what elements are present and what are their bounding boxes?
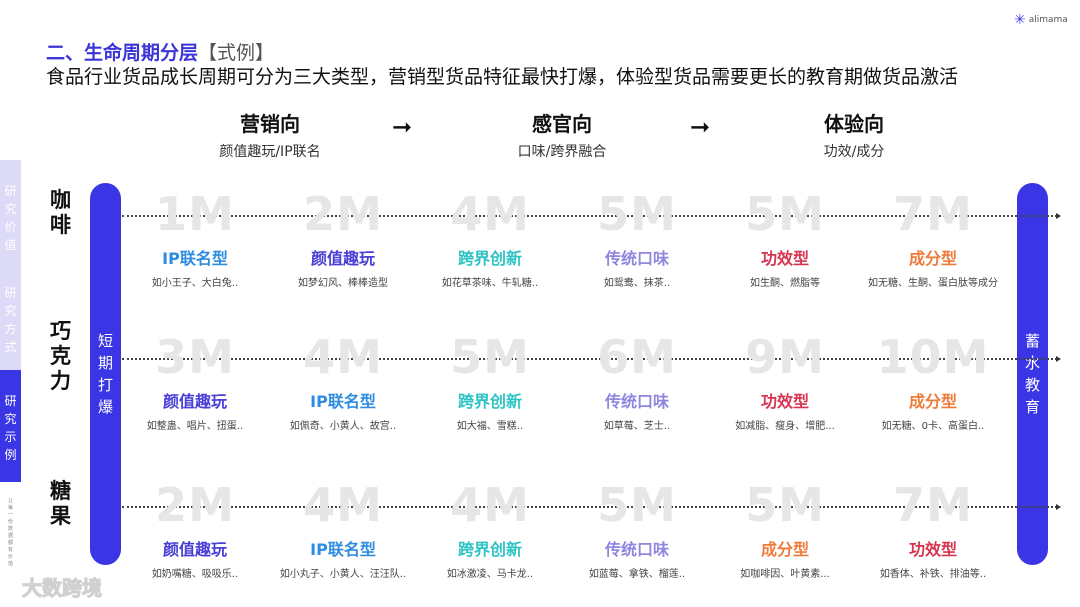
type-label: 传统口味	[604, 249, 669, 268]
cycle-months: 9M	[745, 330, 825, 384]
type-examples: 如佩奇、小黄人、故宫..	[289, 421, 397, 432]
type-examples: 如整蛊、唱片、扭蛋..	[146, 421, 244, 432]
type-examples: 如小丸子、小黄人、汪汪队..	[279, 569, 407, 580]
watermark: 大数跨境	[22, 576, 103, 601]
row-label: 巧克力	[50, 318, 71, 393]
stage-sensory: 感官向口味/跨界融合	[517, 112, 607, 160]
long-term-bar: 蓄水教育	[1017, 183, 1048, 565]
cycle-months: 10M	[876, 330, 990, 384]
cycle-months: 4M	[303, 330, 383, 384]
type-examples: 如小王子、大白兔..	[151, 278, 239, 289]
cycle-months: 5M	[450, 330, 530, 384]
cycle-months: 2M	[155, 478, 235, 532]
type-examples: 如鸳鸯、抹茶..	[603, 278, 671, 289]
type-examples: 如蓝莓、拿铁、榴莲..	[588, 569, 686, 580]
type-examples: 如花草茶味、牛轧糖..	[441, 278, 539, 289]
type-label: IP联名型	[310, 540, 376, 559]
type-label: 功效型	[760, 249, 809, 268]
type-label: 传统口味	[604, 540, 669, 559]
type-label: 跨界创新	[457, 392, 522, 411]
type-label: 功效型	[760, 392, 809, 411]
cycle-months: 5M	[745, 187, 825, 241]
sidebar-item-research-example[interactable]: 研究示例	[0, 370, 21, 482]
timeline-dotted-line	[122, 504, 1061, 510]
timeline-dotted-line	[122, 356, 1061, 362]
type-label: IP联名型	[162, 249, 228, 268]
type-label: 成分型	[908, 249, 957, 268]
title-tag: 【式例】	[198, 42, 275, 64]
type-label: 跨界创新	[457, 540, 522, 559]
cycle-months: 4M	[303, 478, 383, 532]
page-subtitle: 食品行业货品成长周期可分为三大类型，营销型货品特征最快打爆，体验型货品需要更长的…	[46, 66, 959, 88]
type-label: 颜值趣玩	[310, 249, 375, 268]
cycle-months: 1M	[155, 187, 235, 241]
row-label: 糖果	[50, 479, 71, 528]
stage-marketing: 营销向颜值趣玩/IP联名	[219, 112, 321, 160]
cycle-months: 7M	[893, 187, 973, 241]
arrow-right-icon: ➞	[690, 113, 711, 141]
cycle-months: 5M	[597, 187, 677, 241]
logo-icon: ✳	[1014, 12, 1026, 28]
type-label: 颜值趣玩	[162, 540, 227, 559]
type-examples: 如梦幻风、棒棒造型	[298, 278, 388, 289]
type-label: 颜值趣玩	[162, 392, 227, 411]
arrow-right-icon: ➞	[392, 113, 413, 141]
row-label: 咖啡	[50, 188, 71, 237]
timeline-dotted-line	[122, 213, 1061, 219]
type-examples: 如草莓、芝士..	[603, 421, 671, 432]
type-examples: 如冰激凌、马卡龙..	[446, 569, 534, 580]
type-examples: 如生酮、燃脂等	[750, 278, 820, 289]
cycle-months: 5M	[597, 478, 677, 532]
type-label: 功效型	[908, 540, 957, 559]
type-examples: 如奶嘴糖、吸吸乐..	[151, 569, 239, 580]
type-examples: 如减脂、瘦身、增肥...	[735, 421, 835, 432]
page-title: 二、生命周期分层【式例】	[46, 42, 275, 64]
type-label: IP联名型	[310, 392, 376, 411]
cycle-months: 4M	[450, 187, 530, 241]
cycle-months: 4M	[450, 478, 530, 532]
stage-experience: 体验向功效/成分	[823, 112, 885, 160]
alimama-logo: ✳alimama	[1014, 12, 1068, 28]
type-label: 跨界创新	[457, 249, 522, 268]
type-examples: 如香体、补铁、排油等..	[879, 569, 987, 580]
type-label: 成分型	[760, 540, 809, 559]
short-term-bar: 短期打爆	[90, 183, 121, 565]
sidebar-tagline: 让每一份数据都有价值	[8, 498, 14, 567]
cycle-months: 7M	[893, 478, 973, 532]
cycle-months: 5M	[745, 478, 825, 532]
sidebar-item-research-value[interactable]: 研究价值	[4, 184, 17, 252]
type-examples: 如咖啡因、叶黄素...	[740, 569, 830, 580]
type-label: 传统口味	[604, 392, 669, 411]
cycle-months: 6M	[597, 330, 677, 384]
type-examples: 如大福、雪糕..	[456, 421, 524, 432]
type-label: 成分型	[908, 392, 957, 411]
cycle-months: 2M	[303, 187, 383, 241]
type-examples: 如无糖、0卡、高蛋白..	[881, 421, 985, 432]
type-examples: 如无糖、生酮、蛋白肽等成分	[868, 278, 998, 289]
sidebar-item-research-method[interactable]: 研究方式	[4, 286, 17, 354]
cycle-months: 3M	[155, 330, 235, 384]
